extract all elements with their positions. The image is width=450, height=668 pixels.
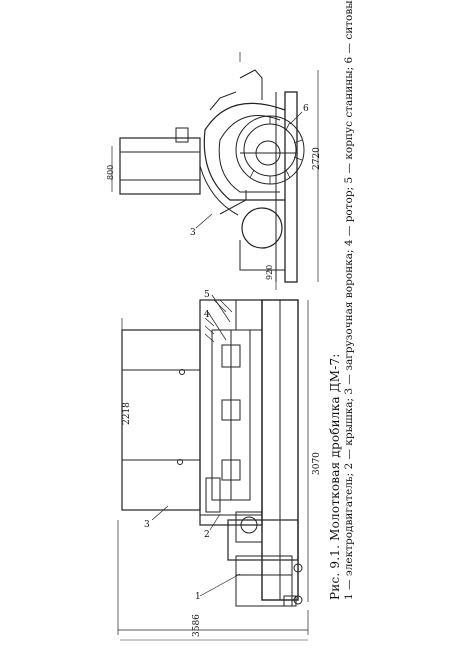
callout-6: 6: [303, 104, 309, 114]
side-view: [117, 294, 309, 635]
callout-1: 1: [195, 592, 201, 602]
caption-title: Рис. 9.1. Молотковая дробилка ДМ-7:: [328, 353, 342, 600]
dim-top-height: 2218: [122, 402, 132, 425]
cross-section-view: [111, 52, 319, 290]
dim-overall-length: 3586: [192, 614, 202, 637]
callout-5: 5: [204, 290, 210, 300]
dim-bottom-length: 3070: [312, 452, 322, 475]
caption-legend: 1 — электродвигатель; 2 — крышка; 3 — за…: [343, 0, 355, 600]
callout-3-section: 3: [190, 228, 196, 238]
figure-caption: Рис. 9.1. Молотковая дробилка ДМ-7: 1 — …: [328, 0, 356, 600]
callout-4: 4: [204, 310, 210, 320]
dim-right-small: 920: [265, 264, 274, 280]
dim-inlet-width: 800: [106, 164, 115, 180]
dim-right-width: 2720: [312, 147, 322, 170]
callout-2: 2: [204, 530, 210, 540]
callout-3: 3: [144, 520, 150, 530]
